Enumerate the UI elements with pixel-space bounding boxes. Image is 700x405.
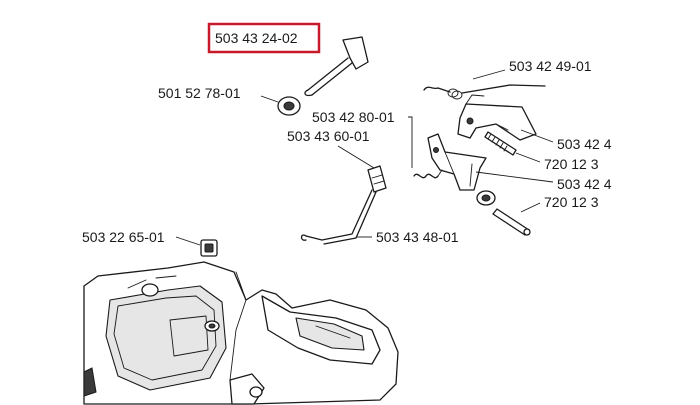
label-503-42-80-01[interactable]: 503 42 80-01	[312, 109, 395, 125]
pin-part-upper	[484, 131, 517, 156]
leader-503-42-4a	[520, 129, 554, 143]
leader-720-12-3b	[520, 202, 541, 213]
label-503-43-48-01[interactable]: 503 43 48-01	[376, 229, 459, 245]
choke-rod-part	[300, 189, 377, 245]
pin-part-lower	[492, 208, 531, 236]
leader-501-52-78	[260, 95, 279, 103]
label-503-43-60-01[interactable]: 503 43 60-01	[287, 128, 370, 144]
throttle-lock-lever	[304, 36, 369, 97]
label-720-12-3b[interactable]: 720 12 3	[544, 194, 599, 210]
throttle-trigger-part	[457, 94, 537, 141]
label-503-42-4a[interactable]: 503 42 4	[557, 136, 612, 152]
choke-bracket-part	[367, 165, 387, 193]
label-503-42-49-01[interactable]: 503 42 49-01	[509, 58, 592, 74]
label-503-42-4b[interactable]: 503 42 4	[557, 176, 612, 192]
throttle-lever-part	[427, 133, 487, 191]
grommet-part	[200, 239, 218, 257]
crankcase-housing	[83, 261, 399, 405]
small-spring-part	[413, 169, 443, 179]
label-501-52-78-01[interactable]: 501 52 78-01	[158, 85, 241, 101]
leader-503-42-49	[472, 69, 506, 80]
leader-503-43-60	[337, 145, 375, 169]
leader-503-42-80	[408, 116, 413, 168]
label-720-12-3a[interactable]: 720 12 3	[544, 156, 599, 172]
label-503-43-24-02[interactable]: 503 43 24-02	[215, 30, 298, 46]
label-503-22-65-01[interactable]: 503 22 65-01	[82, 229, 165, 245]
leader-503-42-4b	[475, 171, 554, 183]
highlight-box	[207, 22, 321, 54]
washer-part	[277, 96, 301, 116]
spring-part	[423, 84, 546, 100]
leader-720-12-3a	[515, 152, 541, 163]
washer-part-right	[476, 190, 496, 206]
leader-503-22-65	[175, 236, 201, 246]
